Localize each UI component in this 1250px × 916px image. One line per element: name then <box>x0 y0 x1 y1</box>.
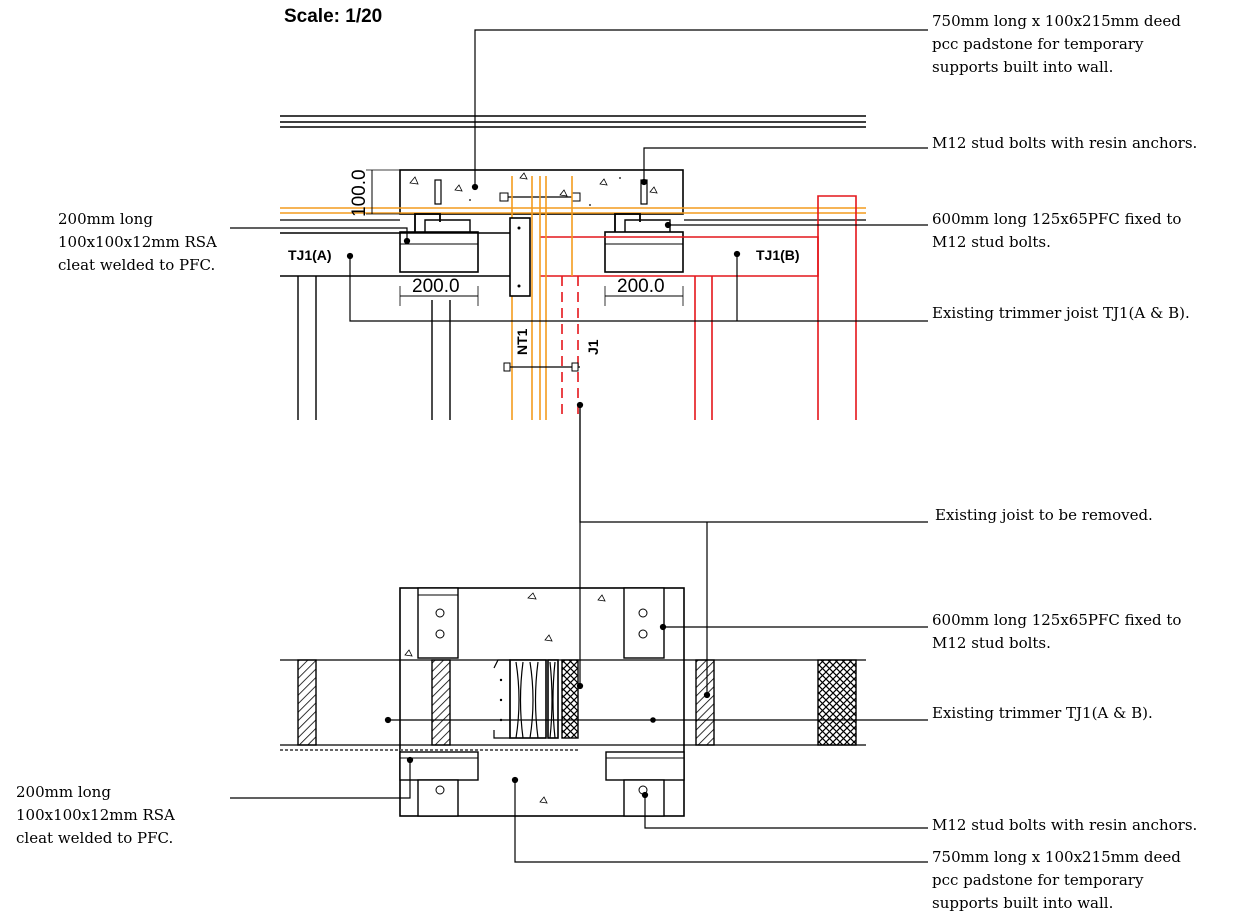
note-plan-stud-bolts: M12 stud bolts with resin anchors. <box>932 816 1197 834</box>
section-view: 100.0 200.0 200.0 TJ1(A) TJ1(B) NT1 J1 <box>230 29 928 420</box>
note-rsa-line3: cleat welded to PFC. <box>58 256 215 274</box>
note-plan-padstone-line3: supports built into wall. <box>932 894 1113 912</box>
note-plan-rsa-line1: 200mm long <box>16 783 111 801</box>
note-pfc-line1: 600mm long 125x65PFC fixed to <box>932 210 1181 228</box>
note-rsa-line1: 200mm long <box>58 210 153 228</box>
note-plan-rsa-line2: 100x100x12mm RSA <box>16 806 175 824</box>
note-plan-pfc-line2: M12 stud bolts. <box>932 634 1051 652</box>
tag-j1: J1 <box>585 339 601 355</box>
note-trimmer-joist: Existing trimmer joist TJ1(A & B). <box>932 304 1190 322</box>
dim-cleat-left: 200.0 <box>412 276 460 297</box>
note-plan-pfc-line1: 600mm long 125x65PFC fixed to <box>932 611 1181 629</box>
note-stud-bolts: M12 stud bolts with resin anchors. <box>932 134 1197 152</box>
dim-padstone-height: 100.0 <box>349 169 370 217</box>
dim-cleat-right: 200.0 <box>617 276 665 297</box>
section-notes: 750mm long x 100x215mm deed pcc padstone… <box>58 12 1197 322</box>
tag-tj1a: TJ1(A) <box>288 247 332 263</box>
note-padstone-line1: 750mm long x 100x215mm deed <box>932 12 1181 30</box>
note-plan-padstone-line2: pcc padstone for temporary <box>932 871 1144 889</box>
note-plan-trimmer: Existing trimmer TJ1(A & B). <box>932 704 1153 722</box>
note-padstone-line2: pcc padstone for temporary <box>932 35 1144 53</box>
plan-notes: Existing joist to be removed. 600mm long… <box>16 506 1197 912</box>
note-padstone-line3: supports built into wall. <box>932 58 1113 76</box>
note-pfc-line2: M12 stud bolts. <box>932 233 1051 251</box>
note-plan-rsa-line3: cleat welded to PFC. <box>16 829 173 847</box>
note-rsa-line2: 100x100x12mm RSA <box>58 233 217 251</box>
padstone-section <box>399 169 684 215</box>
plan-view <box>230 401 928 863</box>
tag-nt1: NT1 <box>514 328 530 355</box>
note-plan-padstone-line1: 750mm long x 100x215mm deed <box>932 848 1181 866</box>
scale-label: Scale: 1/20 <box>284 6 382 27</box>
note-joist-removed: Existing joist to be removed. <box>935 506 1153 524</box>
tag-tj1b: TJ1(B) <box>756 247 800 263</box>
